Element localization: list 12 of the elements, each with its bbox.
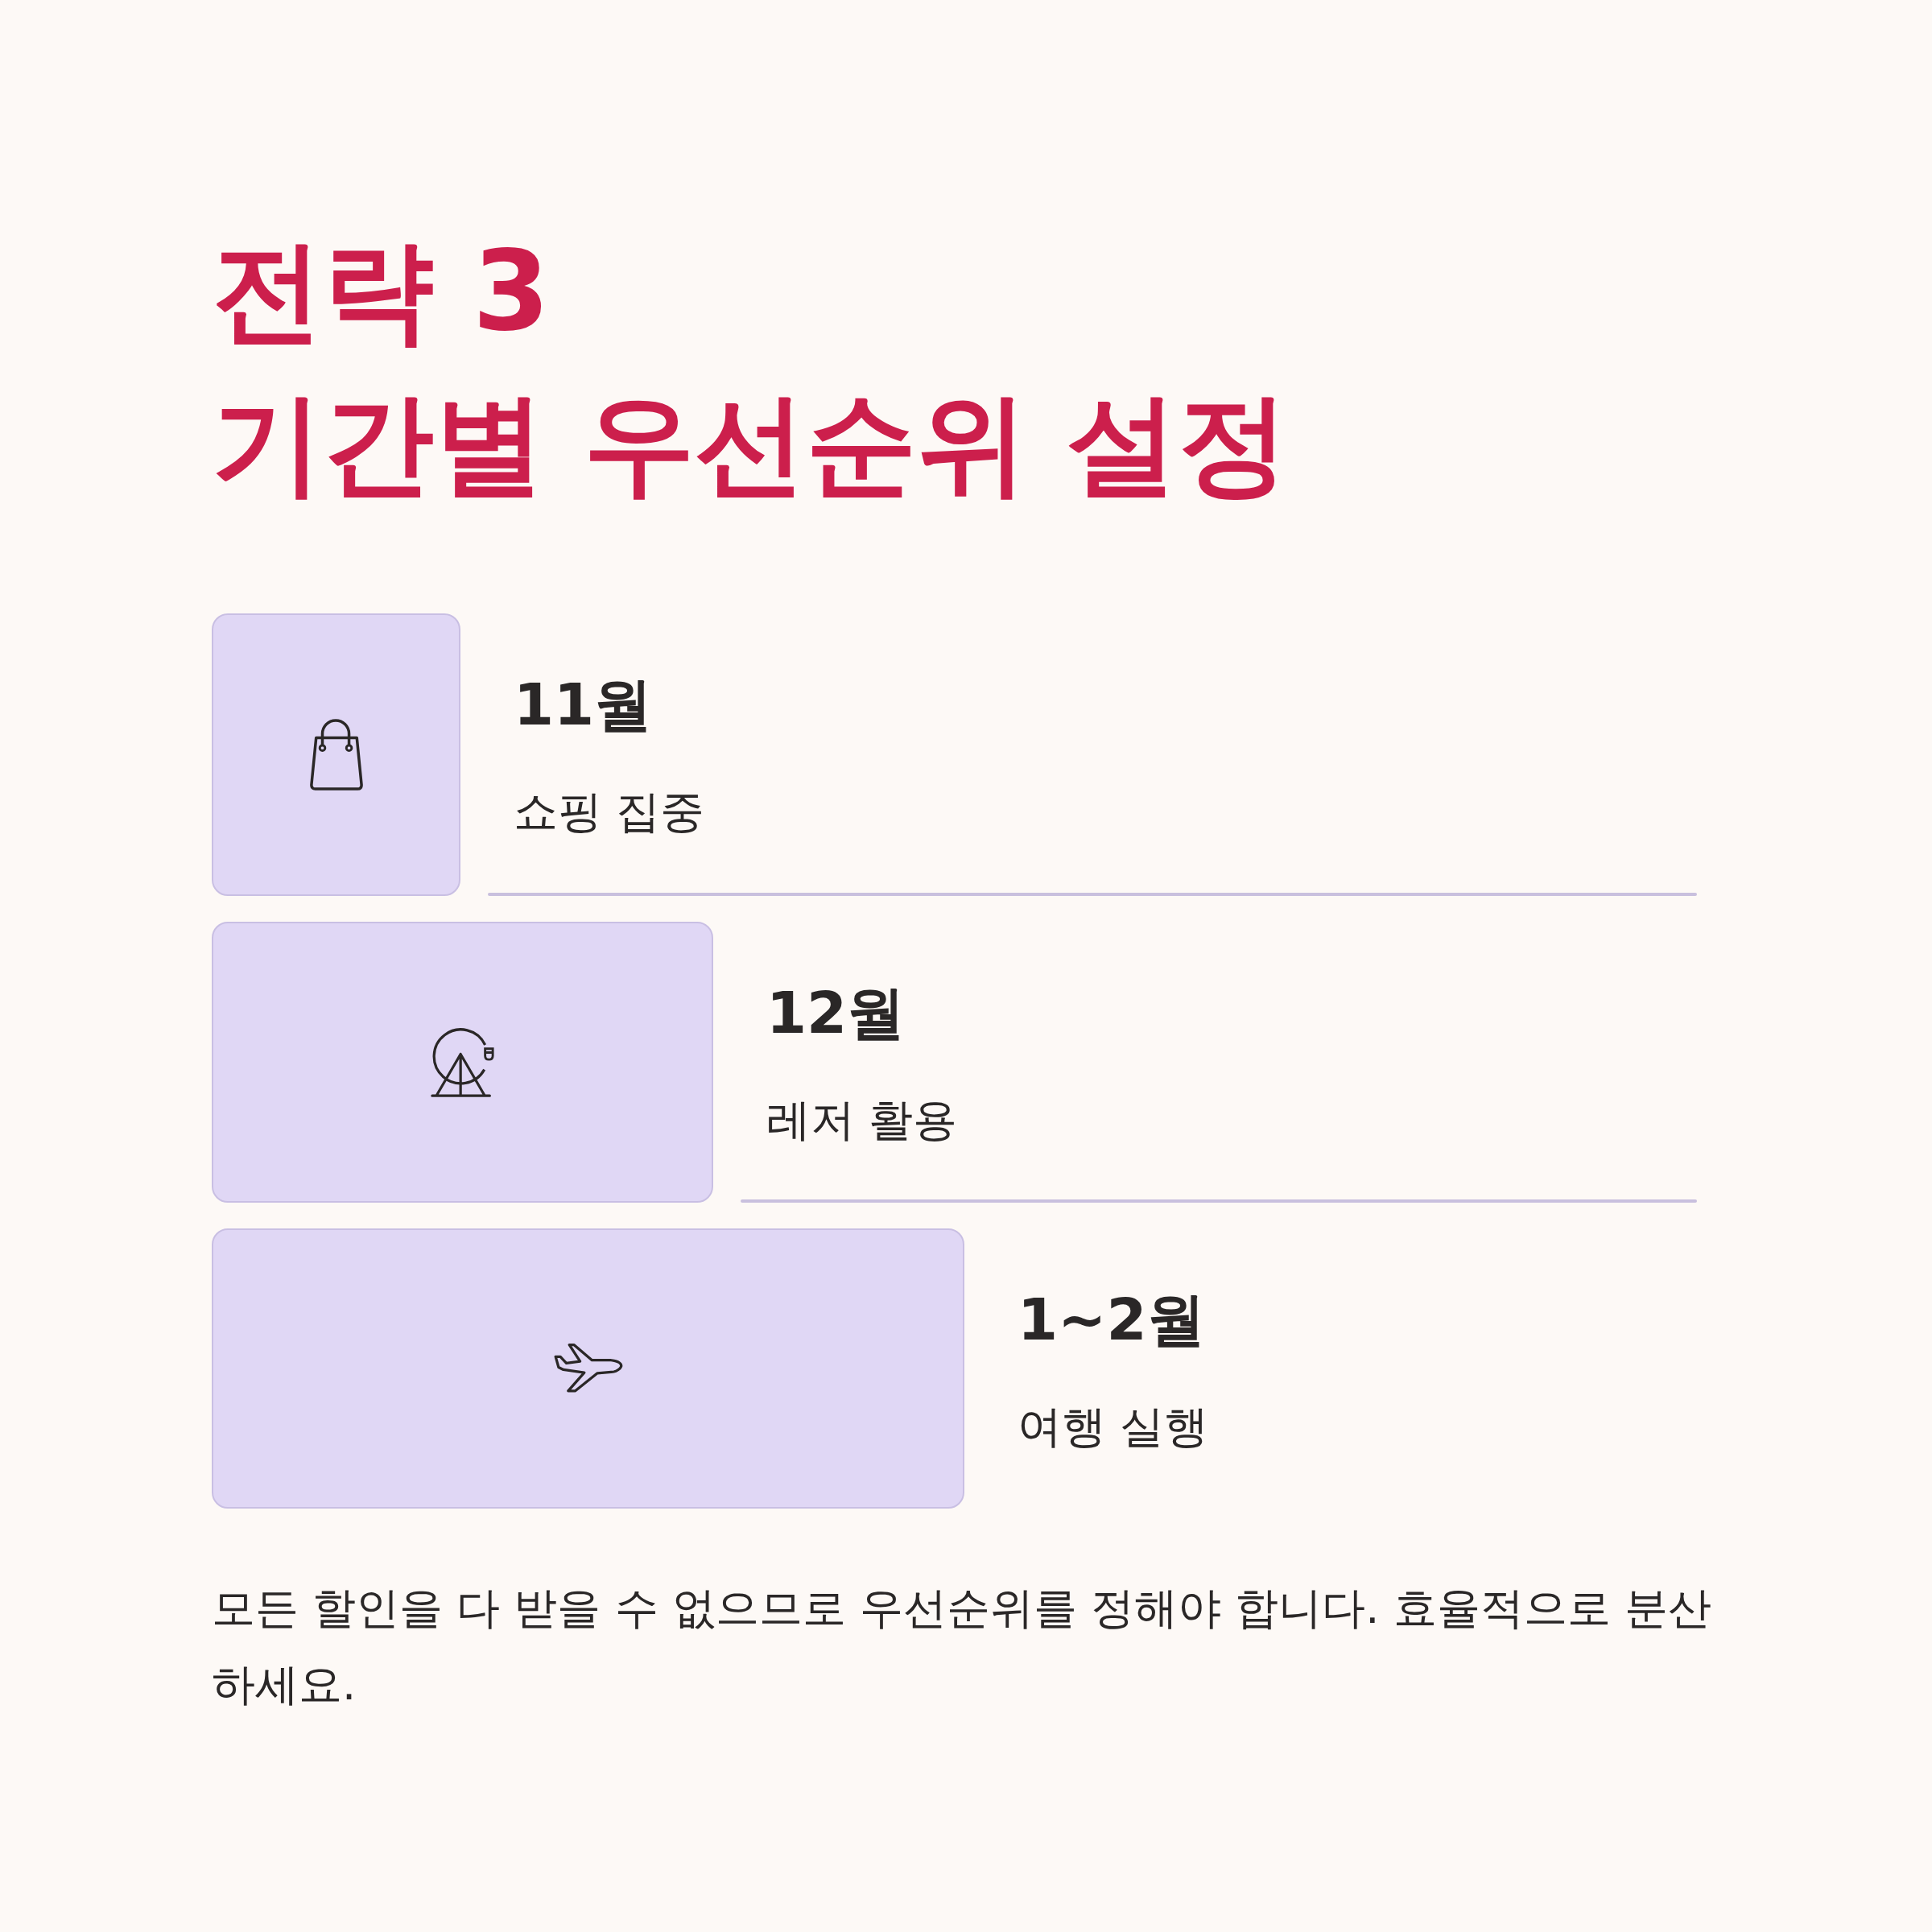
month-heading: 11월	[514, 675, 653, 736]
activity-label: 여행 실행	[1018, 1402, 1209, 1451]
icon-panel	[212, 922, 713, 1203]
activity-label: 레저 활용	[766, 1095, 958, 1145]
title: 전략 3	[212, 233, 551, 350]
month-heading: 1~2월	[1018, 1290, 1205, 1351]
activity-label: 쇼핑 집중	[514, 786, 705, 836]
month-heading: 12월	[766, 983, 906, 1044]
note-paragraph: 모든 할인을 다 받을 수 없으므로 우선순위를 정해야 합니다. 효율적으로 분산하세요.	[212, 1582, 1712, 1711]
subtitle: 기간별 우선순위 설정	[212, 386, 1290, 503]
icon-panel	[212, 1228, 964, 1509]
icon-panel	[212, 613, 460, 896]
